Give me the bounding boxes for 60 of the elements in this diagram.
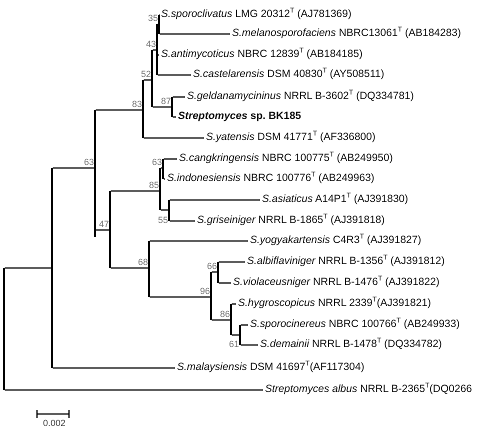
bootstrap-value: 55 xyxy=(158,215,168,225)
taxon-label: S.demainii NRRL B-1478$^{T}$ (DQ334782) xyxy=(260,338,442,351)
bootstrap-value: 83 xyxy=(132,99,142,109)
taxon-label: S.griseiniger NRRL B-1865$^{T}$ (AJ391818) xyxy=(197,214,385,227)
tree-branch xyxy=(52,367,175,369)
bootstrap-value: 63 xyxy=(84,157,94,167)
taxon-label: S.sporocinereus NBRC 100766$^{T}$ (AB249933) xyxy=(250,318,460,331)
taxon-label: S.geldanamycininus NRRL B-3602$^{T}$ (DQ334781) xyxy=(187,90,414,103)
bootstrap-value: 63 xyxy=(152,157,162,167)
taxon-label: S.sporoclivatus LMG 20312$^{T}$ (AJ781369) xyxy=(161,8,352,21)
taxon-label: S.melanosporofaciens NBRC13061$^{T}$ (AB184283) xyxy=(232,27,462,40)
tree-branch xyxy=(164,158,177,160)
taxon-label: S.malaysiensis DSM 41697$^{T}$(AF117304) xyxy=(177,361,364,374)
tree-branch xyxy=(110,267,148,269)
bootstrap-value: 96 xyxy=(200,286,210,296)
tree-branch xyxy=(150,296,210,298)
bootstrap-value: 85 xyxy=(148,180,159,190)
bootstrap-value: 86 xyxy=(220,309,230,319)
scale-label: 0.002 xyxy=(43,418,66,428)
taxon-label: S.yogyakartensis C4R3$^{T}$ (AJ391827) xyxy=(250,234,422,247)
bootstrap-value: 43 xyxy=(146,39,156,49)
tree-branch xyxy=(218,261,245,263)
taxon-label: S.antimycoticus NBRC 12839$^{T}$ (AB184185) xyxy=(161,48,363,61)
taxon-label: S.castelarensis DSM 40830$^{T}$ (AY508511) xyxy=(193,68,384,81)
taxon-label: S.yatensis DSM 41771$^{T}$ (AF336800) xyxy=(206,131,376,144)
bootstrap-value: 52 xyxy=(140,69,151,79)
taxon-label: S.asiaticus A14P1$^{T}$ (AJ391830) xyxy=(262,193,408,206)
bootstrap-value: 68 xyxy=(138,257,148,267)
bootstrap-value: 47 xyxy=(98,219,109,229)
tree-branch xyxy=(170,220,195,222)
tree-branch xyxy=(164,178,165,180)
tree-branch xyxy=(218,282,231,284)
taxon-label: S.albiflaviniger NRRL B-1356$^{T}$ (AJ391812) xyxy=(247,255,445,268)
taxon-label: Streptomyces sp. BK185 xyxy=(178,110,302,123)
bootstrap-value: 35 xyxy=(148,13,158,23)
tree-branch xyxy=(4,389,263,391)
taxon-label: S.cangkringensis NBRC 100775$^{T}$ (AB249950) xyxy=(179,152,393,165)
tree-branch xyxy=(170,199,260,201)
tree-branch xyxy=(4,267,52,269)
tree-branch xyxy=(52,167,94,169)
tree-branch xyxy=(240,344,258,346)
taxon-label: S.hygroscopicus NRRL 2339$^{T}$(AJ391821) xyxy=(238,297,432,310)
tree-branch xyxy=(172,96,185,98)
taxon-label: S.indonesiensis NBRC 100776$^{T}$ (AB249963) xyxy=(167,172,374,185)
tree-branch xyxy=(144,137,204,139)
taxon-label: Streptomyces albus NRRL B-2365$^{T}$(DQ0266 xyxy=(265,383,472,396)
tree-branch xyxy=(160,167,162,169)
tree-branch xyxy=(158,74,191,76)
tree-branch xyxy=(212,319,230,321)
bootstrap-value: 87 xyxy=(160,96,171,106)
bootstrap-value: 66 xyxy=(206,261,217,271)
tree-branch xyxy=(152,106,172,108)
bootstrap-value: 61 xyxy=(228,339,239,349)
tree-branch xyxy=(96,109,142,111)
tree-branch xyxy=(150,240,248,242)
tree-branch xyxy=(96,229,110,231)
tree-branch xyxy=(160,33,230,35)
tree-branch xyxy=(158,54,159,56)
tree-branch xyxy=(110,190,160,192)
taxon-label: S.violaceusniger NRRL B-1476$^{T}$ (AJ391822) xyxy=(233,276,440,289)
